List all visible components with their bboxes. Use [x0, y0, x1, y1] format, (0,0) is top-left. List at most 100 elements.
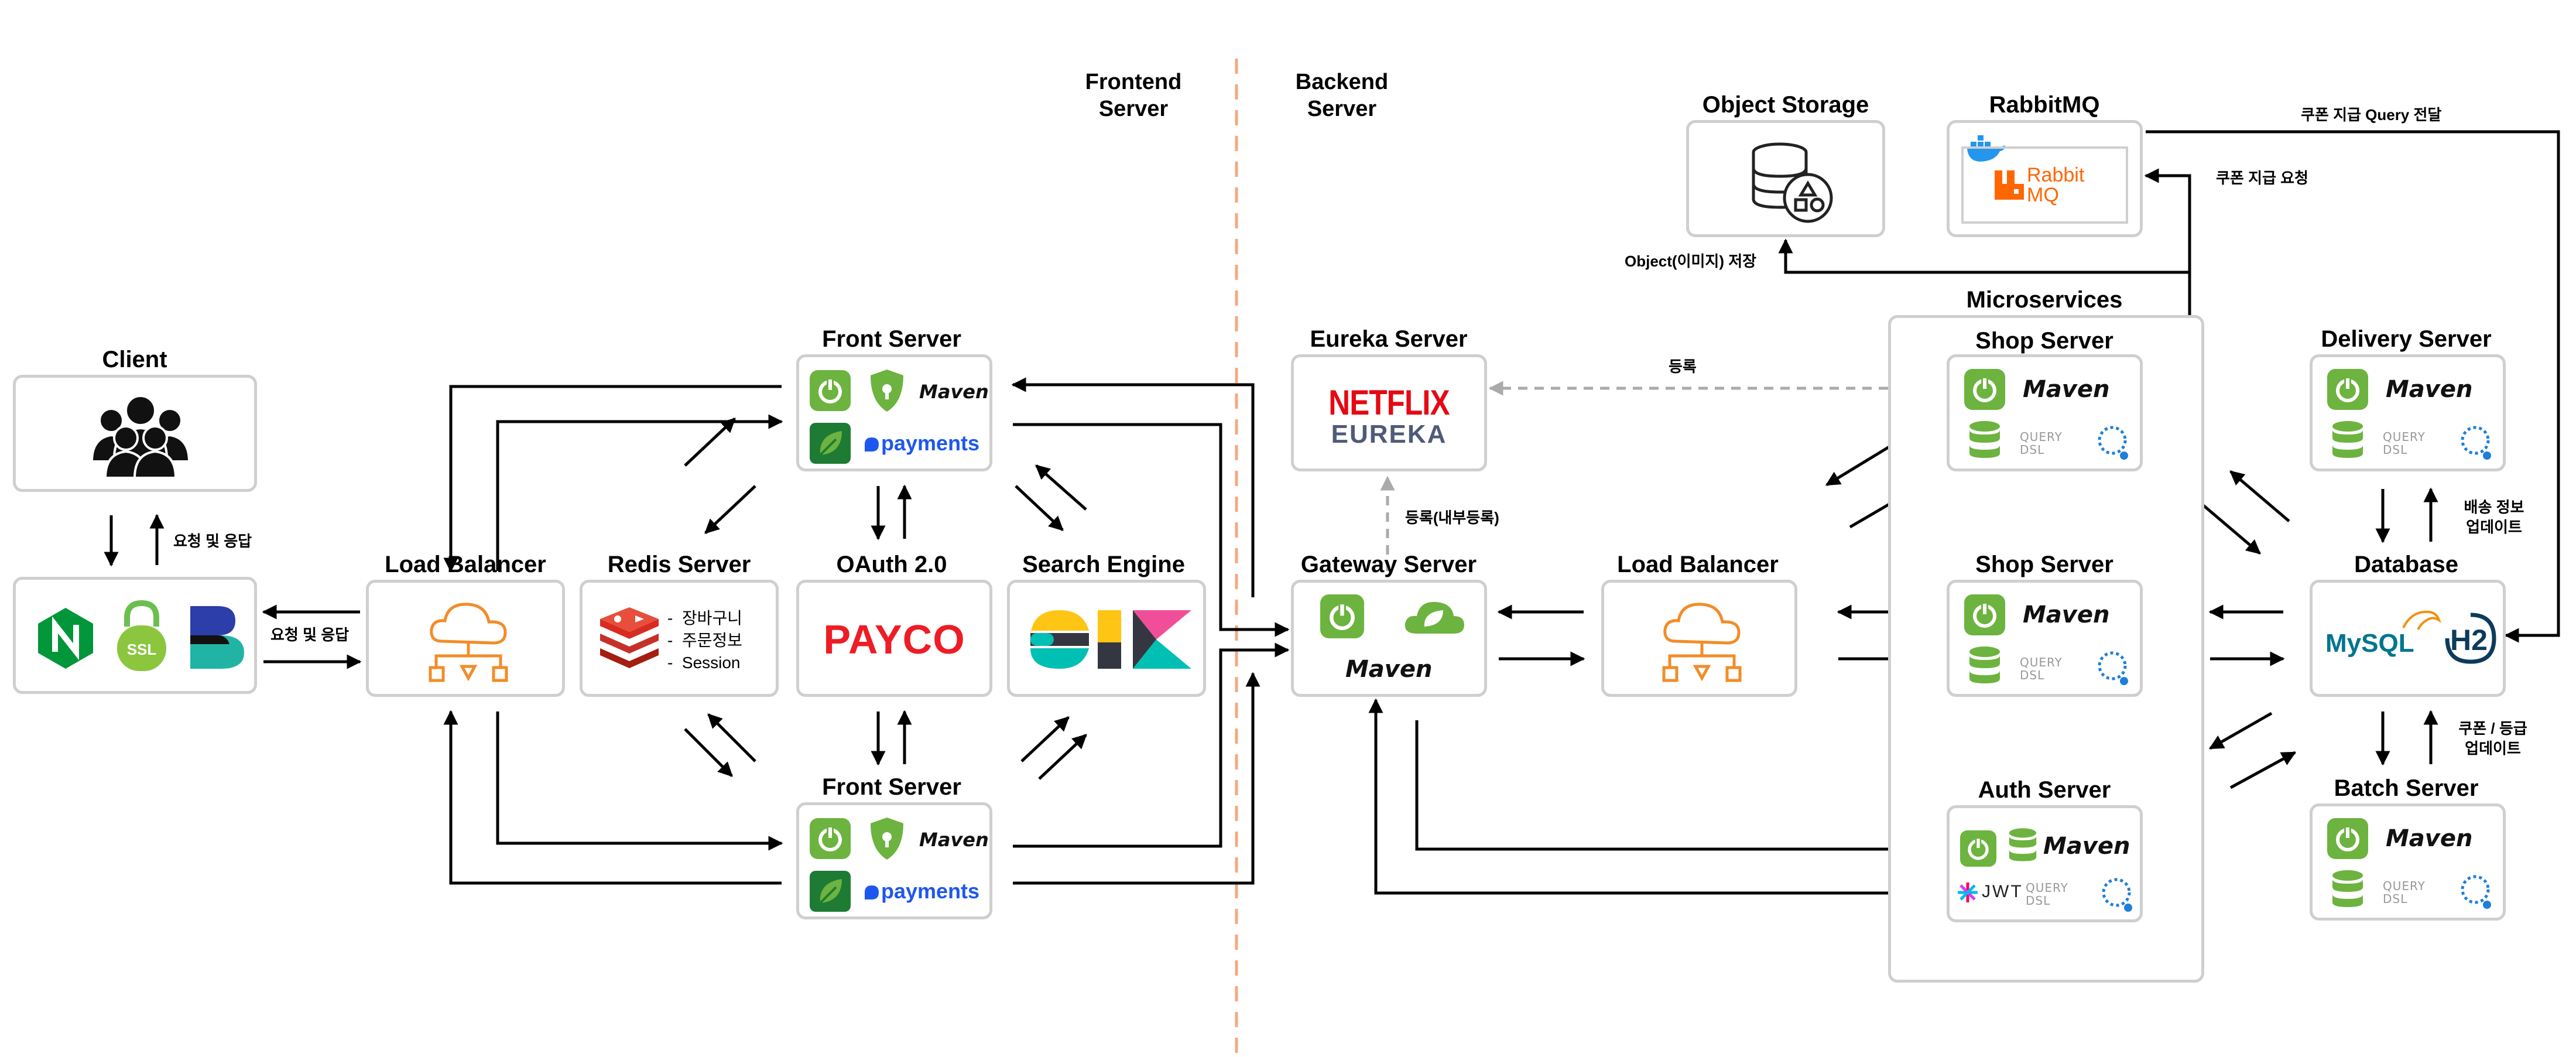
- coupon-query-label: 쿠폰 지급 Query 전달: [2301, 106, 2442, 124]
- edge-redis-1: [684, 418, 736, 467]
- edge-redis-2: [704, 485, 756, 534]
- edge-front-top-gw: [1013, 423, 1290, 637]
- spring-icon: [1320, 594, 1364, 638]
- spring-cloud-icon: [1405, 601, 1464, 634]
- redis-item-order: 주문정보: [681, 631, 742, 649]
- object-storage-icon: [1752, 142, 1833, 223]
- payments-logo: payments: [881, 879, 980, 903]
- grade-update-label: 쿠폰 / 등급 업데이트: [2458, 720, 2527, 757]
- load-balancer-front-title: Load Balancer: [385, 552, 546, 577]
- edge-object-save: [1778, 238, 2190, 274]
- shield-icon: [871, 817, 903, 860]
- database-box: MySQL H2: [2310, 580, 2506, 697]
- svg-text:SSL: SSL: [127, 641, 157, 658]
- redis-data-list: - 장바구니 - 주문정보 - Session: [667, 607, 742, 673]
- redis-item: -: [667, 609, 682, 627]
- edge-search-2: [1035, 464, 1087, 511]
- redis-item-cart: 장바구니: [681, 609, 742, 627]
- leaf-icon: [810, 871, 851, 912]
- shop-server-1-box: Maven QUERY DSL: [1947, 354, 2143, 471]
- rabbitmq-logo: Rabbit MQ: [2027, 164, 2085, 206]
- maven-logo: Maven: [919, 829, 989, 851]
- querydsl-logo: QUERY DSL: [2026, 881, 2068, 908]
- edge-lb-front-bottom-b: [443, 710, 782, 885]
- database-icon: [2332, 421, 2363, 458]
- dolphin-icon: [2402, 610, 2441, 630]
- maven-logo: Maven: [2023, 376, 2110, 403]
- leaf-icon: [810, 423, 851, 464]
- delivery-title: Delivery Server: [2321, 326, 2492, 352]
- elk-icon: [1030, 610, 1191, 669]
- eureka-register-label: 등록: [1669, 358, 1697, 375]
- spring-icon: [1964, 369, 2005, 410]
- jwt-icon: [1958, 882, 1978, 902]
- redis-title: Redis Server: [607, 552, 751, 577]
- edge-gw-front-top: [1011, 377, 1255, 597]
- edge-search-1: [1015, 485, 1064, 531]
- querydsl-logo: QUERY DSL: [2020, 430, 2063, 457]
- search-engine-title: Search Engine: [1022, 552, 1185, 577]
- querydsl-icon: [2102, 878, 2132, 912]
- client-title: Client: [102, 347, 167, 372]
- spring-icon: [810, 370, 851, 411]
- spring-icon: [1964, 594, 2005, 635]
- spring-icon: [2327, 818, 2368, 859]
- querydsl-logo: QUERY DSL: [2383, 430, 2426, 457]
- redis-item: -: [667, 653, 682, 672]
- web-server-box: SSL: [13, 577, 257, 694]
- edge-redis-3: [707, 713, 756, 762]
- svg-text:H2: H2: [2450, 624, 2488, 656]
- edge-db-micro-6: [2229, 751, 2297, 789]
- batch-box: Maven QUERY DSL: [2310, 803, 2506, 921]
- eureka-title: Eureka Server: [1310, 326, 1468, 352]
- delivery-box: Maven QUERY DSL: [2310, 354, 2506, 471]
- payments-icon: [865, 437, 879, 451]
- edge-redis-4: [684, 728, 733, 777]
- front-server-bottom-title: Front Server: [822, 774, 961, 800]
- edge-db-micro-1: [2229, 470, 2290, 522]
- spring-icon: [810, 818, 851, 859]
- lb-request-label: 요청 및 응답: [270, 626, 350, 644]
- edge-front-bottom-gw-b: [1013, 672, 1260, 885]
- object-save-label: Object(이미지) 저장: [1625, 252, 1757, 270]
- load-balancer-back-box: [1601, 580, 1797, 697]
- edge-db-micro-2: [2200, 502, 2261, 555]
- maven-logo: Maven: [2386, 376, 2473, 403]
- querydsl-icon: [2461, 875, 2491, 909]
- object-storage-box: [1686, 120, 1885, 237]
- eureka-box: NETFLIX EUREKA: [1291, 354, 1487, 471]
- delivery-update-label: 배송 정보 업데이트: [2464, 498, 2524, 536]
- gateway-title: Gateway Server: [1300, 552, 1477, 577]
- mysql-logo: MySQL: [2325, 629, 2414, 658]
- object-storage-title: Object Storage: [1702, 92, 1869, 118]
- maven-logo: Maven: [919, 381, 989, 403]
- netflix-logo: NETFLIX: [1328, 383, 1450, 422]
- database-icon: [2009, 828, 2037, 861]
- edge-front-bottom-gw-a: [1013, 642, 1290, 848]
- rabbitmq-box: Rabbit MQ: [1947, 120, 2143, 237]
- oauth-title: OAuth 2.0: [836, 552, 947, 577]
- rabbitmq-title: RabbitMQ: [1989, 92, 2100, 118]
- microservices-title: Microservices: [1966, 287, 2123, 313]
- coupon-request-label: 쿠폰 지급 요청: [2216, 169, 2308, 187]
- eureka-logo: EUREKA: [1331, 420, 1447, 449]
- querydsl-icon: [2461, 426, 2491, 460]
- edge-auth-gw: [1368, 698, 1920, 895]
- database-icon: [1969, 421, 2000, 458]
- load-balancer-front-box: [366, 580, 565, 697]
- gateway-box: Maven: [1291, 580, 1487, 697]
- spring-icon: [2327, 369, 2368, 410]
- spring-icon: [1960, 830, 1996, 867]
- querydsl-icon: [2098, 426, 2128, 460]
- users-icon: [91, 395, 190, 479]
- search-engine-box: [1007, 580, 1206, 697]
- edge-gw-auth: [1415, 720, 1922, 857]
- frontend-zone-label: Frontend Server: [1085, 70, 1182, 121]
- batch-title: Batch Server: [2334, 775, 2479, 801]
- ssl-lock-icon: SSL: [117, 600, 166, 671]
- payments-logo: payments: [881, 431, 980, 455]
- querydsl-logo: QUERY DSL: [2383, 879, 2426, 906]
- edge-search-4: [1038, 734, 1087, 780]
- nginx-icon: [38, 608, 93, 669]
